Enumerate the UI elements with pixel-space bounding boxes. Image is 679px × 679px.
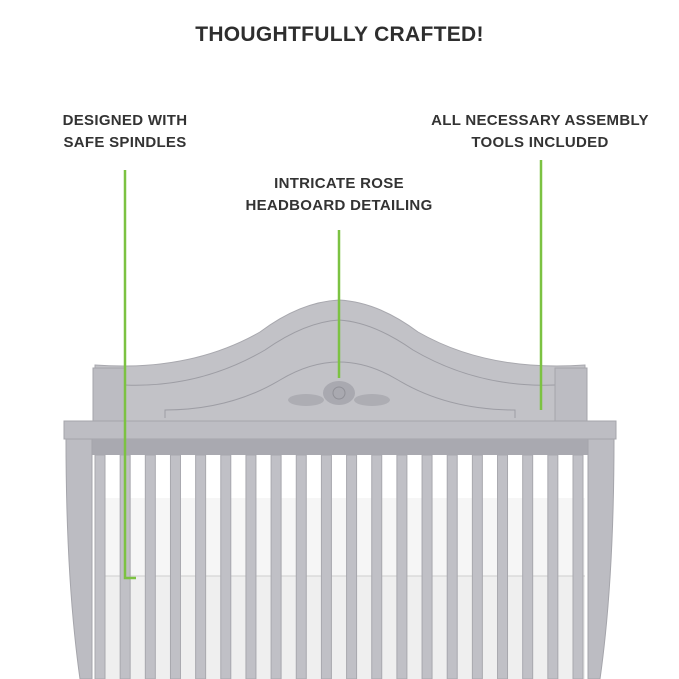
spindle	[446, 454, 458, 679]
spindle	[572, 454, 584, 679]
spindle	[270, 454, 282, 679]
callout-line: SAFE SPINDLES	[63, 134, 187, 151]
spindle	[421, 454, 433, 679]
spindle	[346, 454, 358, 679]
spindle	[371, 454, 383, 679]
rose-carving	[288, 381, 390, 406]
top-rail	[63, 420, 617, 440]
callout-safe-spindles: DESIGNED WITH SAFE SPINDLES	[40, 110, 210, 154]
callout-line: TOOLS INCLUDED	[471, 134, 609, 151]
callout-line: HEADBOARD DETAILING	[245, 197, 433, 214]
spindle	[220, 454, 232, 679]
spindle	[320, 454, 332, 679]
spindle	[144, 454, 156, 679]
spindle	[471, 454, 483, 679]
right-post	[554, 367, 588, 429]
spindle	[396, 454, 408, 679]
callout-assembly-tools: ALL NECESSARY ASSEMBLY TOOLS INCLUDED	[420, 110, 660, 154]
spindle	[547, 454, 559, 679]
callout-line-spindles	[123, 170, 136, 580]
spindle	[522, 454, 534, 679]
spindle	[195, 454, 207, 679]
callout-line: INTRICATE ROSE	[274, 175, 404, 192]
left-post	[92, 367, 126, 429]
callout-line: ALL NECESSARY ASSEMBLY	[431, 112, 649, 129]
mattress	[95, 498, 585, 576]
left-side-panel	[65, 438, 93, 679]
spindle	[497, 454, 509, 679]
spindle	[245, 454, 257, 679]
callout-rose-headboard: INTRICATE ROSE HEADBOARD DETAILING	[239, 173, 439, 217]
spindle	[295, 454, 307, 679]
callout-line: DESIGNED WITH	[62, 112, 188, 129]
right-side-panel	[587, 438, 615, 679]
infographic-title: THOUGHTFULLY CRAFTED!	[195, 23, 484, 46]
spindle	[169, 454, 181, 679]
spindle	[94, 454, 106, 679]
crib-skirt	[95, 576, 585, 679]
rail-shadow	[70, 439, 610, 455]
